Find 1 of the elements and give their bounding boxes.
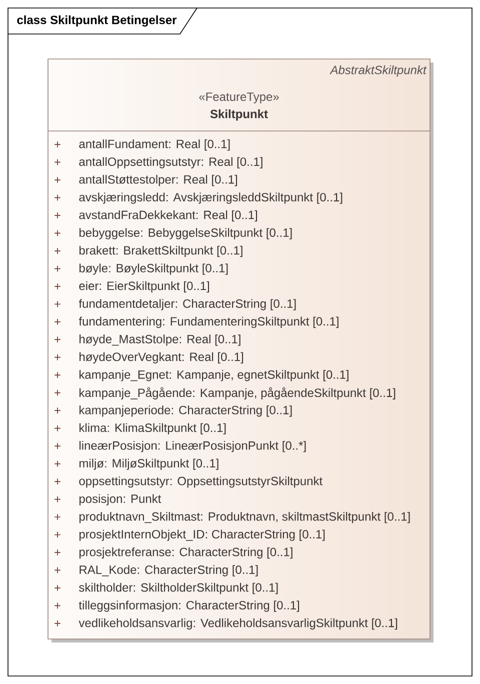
frame-tab: class Skiltpunkt Betingelser (8, 8, 198, 34)
